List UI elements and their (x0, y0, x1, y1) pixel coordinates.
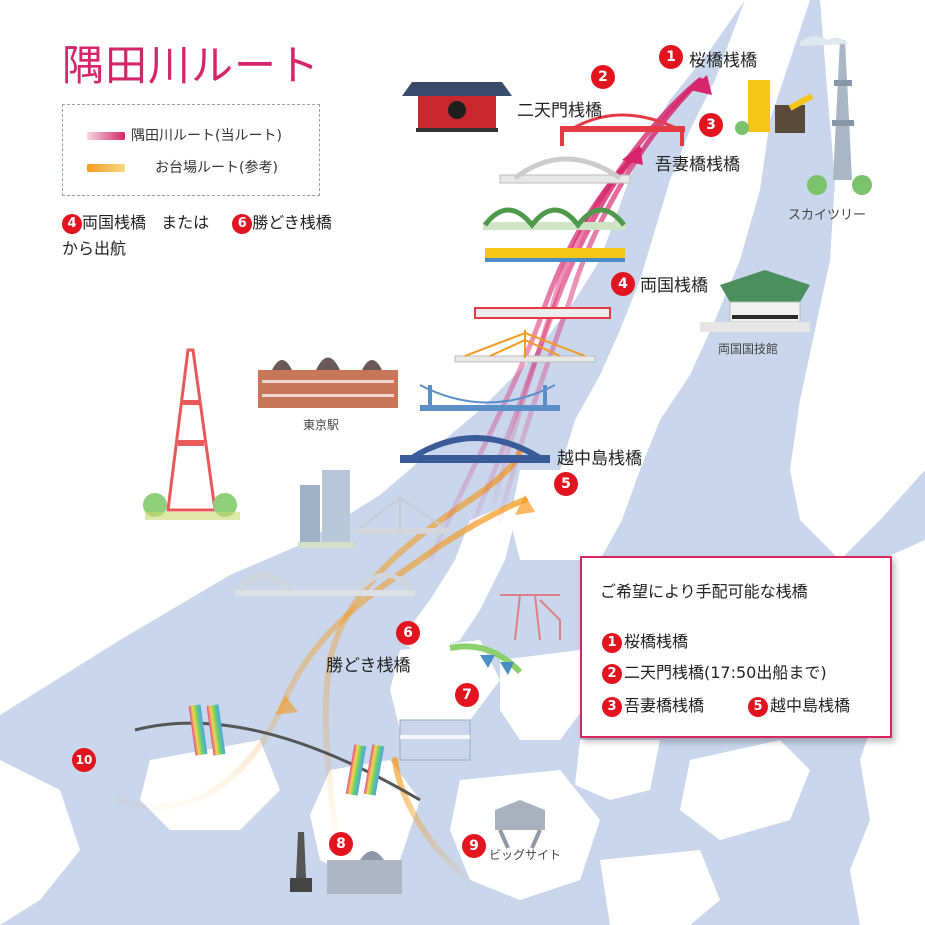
legend: 隅田川ルート(当ルート) お台場ルート(参考) (62, 104, 320, 196)
legend-swatch-reference (87, 164, 125, 172)
skytree-icon (735, 40, 872, 195)
pier-pin-3[interactable]: 3 (699, 113, 723, 137)
skyscrapers-icon (298, 470, 354, 548)
building-icon (399, 719, 471, 761)
pier-number-badge: 5 (748, 696, 768, 717)
pier-label-3: 吾妻橋桟橋 (655, 155, 740, 175)
pier-pin-7[interactable]: 7 (455, 683, 479, 707)
available-pier-label: 桜橋桟橋 (624, 632, 689, 651)
legend-swatch-current (87, 132, 125, 140)
pier-pin-8[interactable]: 8 (329, 832, 353, 856)
pier-number-badge: 2 (602, 663, 622, 684)
available-pier-label: 二天門桟橋(17:50出船まで) (624, 663, 827, 682)
pier-pin-10[interactable]: 10 (72, 748, 96, 772)
pier-pin-1[interactable]: 1 (659, 45, 683, 69)
pier-number-badge: 4 (62, 213, 82, 234)
big-sight-icon (495, 800, 545, 849)
pier-number-badge: 6 (232, 213, 253, 234)
pier-pin-5[interactable]: 5 (554, 472, 578, 496)
kokugikan-icon (700, 270, 810, 332)
page-title: 隅田川ルート (62, 41, 321, 90)
pier-pin-4[interactable]: 4 (611, 272, 635, 296)
pier-label-1: 桜橋桟橋 (689, 51, 757, 71)
pier-number-badge: 3 (602, 696, 622, 717)
pier-label-4: 両国桟橋 (640, 276, 708, 296)
cloud-icon (800, 36, 848, 46)
legend-label-current: 隅田川ルート(当ルート) (131, 128, 282, 144)
statue-of-liberty-icon (290, 832, 402, 894)
pier-label-9: ビッグサイト (489, 848, 562, 862)
available-piers-title: ご希望により手配可能な桟橋 (600, 582, 808, 601)
pier-label-2: 二天門桟橋 (517, 101, 602, 121)
pier-pin-6[interactable]: 6 (396, 621, 420, 645)
landmark-skytree-label: スカイツリー (788, 208, 867, 223)
landmark-tokyo-station-label: 東京駅 (303, 418, 340, 432)
landmark-kokugikan-label: 両国国技館 (718, 342, 779, 356)
pier-pin-9[interactable]: 9 (462, 834, 486, 858)
departure-pier-b: 勝どき桟橋 (252, 213, 332, 232)
pier-label-5: 越中島桟橋 (557, 449, 642, 469)
tokyo-station-icon (258, 357, 398, 408)
tokyo-tower-icon (143, 348, 240, 520)
pier-number-badge: 1 (602, 632, 622, 653)
bridge-icon (134, 113, 685, 802)
kaminarimon-gate-icon (402, 82, 512, 132)
available-pier-label: 越中島桟橋 (770, 696, 851, 715)
legend-label-reference: お台場ルート(参考) (155, 160, 278, 176)
departure-or: または (161, 213, 210, 232)
pier-pin-2[interactable]: 2 (591, 65, 615, 89)
departure-pier-a: 両国桟橋 (82, 213, 147, 232)
pier-label-6: 勝どき桟橋 (326, 656, 411, 676)
departure-line2: から出航 (62, 239, 127, 258)
crane-icon (500, 594, 561, 641)
available-pier-label: 吾妻橋桟橋 (624, 696, 705, 715)
